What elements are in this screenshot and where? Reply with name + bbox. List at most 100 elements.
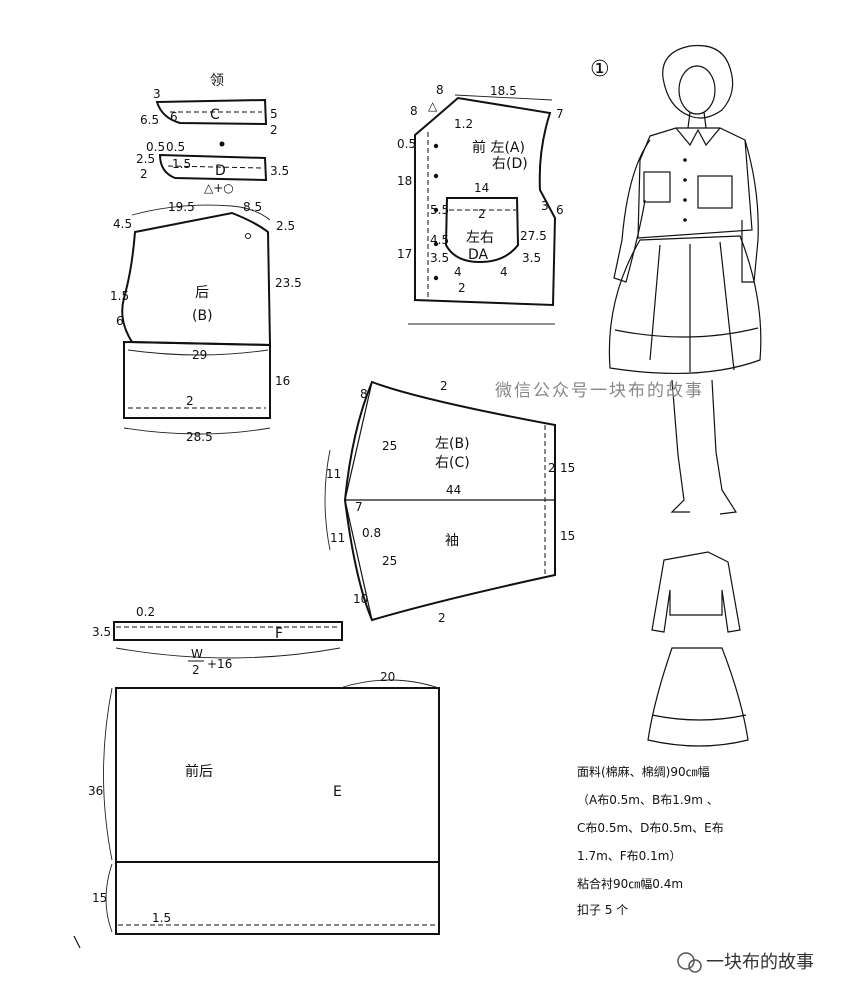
collar-lower-label: D bbox=[215, 163, 226, 179]
svg-text:2: 2 bbox=[458, 281, 466, 295]
svg-text:3.5: 3.5 bbox=[522, 251, 541, 265]
back-label: 后 bbox=[195, 285, 209, 301]
band-label: F bbox=[275, 626, 283, 642]
sleeve-outline bbox=[343, 380, 556, 622]
svg-text:6: 6 bbox=[556, 203, 564, 217]
back-lower-outline bbox=[123, 340, 271, 419]
svg-text:6.5: 6.5 bbox=[140, 113, 159, 127]
svg-text:0.5: 0.5 bbox=[146, 140, 165, 154]
svg-text:29: 29 bbox=[192, 348, 207, 362]
blouse bbox=[637, 127, 753, 239]
materials-line-4: 1.7m、F布0.1m） bbox=[577, 849, 681, 863]
pocket-top-label: 左右 bbox=[466, 230, 494, 246]
svg-text:W: W bbox=[191, 647, 203, 661]
skirt-piece-label: E bbox=[333, 784, 342, 800]
svg-text:2: 2 bbox=[438, 611, 446, 625]
svg-text:8: 8 bbox=[360, 387, 368, 401]
svg-text:20: 20 bbox=[380, 670, 395, 684]
jacket-thumbnail bbox=[651, 551, 741, 633]
skirt-label: 前后 bbox=[185, 763, 213, 780]
svg-text:10: 10 bbox=[353, 592, 368, 606]
svg-text:27.5: 27.5 bbox=[520, 229, 547, 243]
svg-text:0.5: 0.5 bbox=[397, 137, 416, 151]
svg-text:2: 2 bbox=[270, 123, 278, 137]
svg-text:23.5: 23.5 bbox=[275, 276, 302, 290]
svg-text:一块布的故事: 一块布的故事 bbox=[706, 952, 814, 973]
legs bbox=[670, 379, 738, 515]
svg-text:25: 25 bbox=[382, 554, 397, 568]
svg-text:4.5: 4.5 bbox=[430, 233, 449, 247]
svg-text:+16: +16 bbox=[207, 657, 232, 671]
svg-text:5.5: 5.5 bbox=[430, 203, 449, 217]
collar-upper-label: C bbox=[210, 107, 220, 123]
collar-lower-outline bbox=[158, 153, 268, 182]
svg-text:2: 2 bbox=[140, 167, 148, 181]
left-sleeve bbox=[613, 139, 651, 283]
svg-text:0.5: 0.5 bbox=[166, 140, 185, 154]
wechat-icon bbox=[677, 952, 695, 970]
svg-text:△+○: △+○ bbox=[204, 181, 234, 195]
collar-title: 领 bbox=[210, 73, 224, 89]
face bbox=[678, 65, 716, 115]
svg-text:3.5: 3.5 bbox=[430, 251, 449, 265]
pocket-outline bbox=[444, 197, 520, 264]
front-label-1: 前 左(A) bbox=[472, 139, 525, 156]
svg-text:3: 3 bbox=[541, 199, 549, 213]
skirt bbox=[608, 235, 762, 375]
materials-notes: 面料(棉麻、棉绸)90㎝幅 （A布0.5m、B布1.9m 、 C布0.5m、D布… bbox=[577, 764, 724, 917]
sleeve-bottom-label: 袖 bbox=[445, 533, 459, 549]
svg-text:7: 7 bbox=[556, 107, 564, 121]
blouse-pocket bbox=[697, 175, 733, 209]
sleeve-piece: 左(B) 右(C) 袖 2 8 25 11 7 0.8 44 2 15 11 2… bbox=[324, 379, 575, 625]
svg-text:16: 16 bbox=[275, 374, 290, 388]
svg-text:11: 11 bbox=[330, 531, 345, 545]
svg-text:2: 2 bbox=[478, 207, 486, 221]
svg-text:1.5: 1.5 bbox=[152, 911, 171, 925]
svg-text:19.5: 19.5 bbox=[168, 200, 195, 214]
right-sleeve bbox=[741, 139, 759, 283]
front-label-2: 右(D) bbox=[492, 156, 528, 172]
svg-text:2.5: 2.5 bbox=[136, 152, 155, 166]
pocket-width: 14 bbox=[474, 181, 489, 195]
materials-line-5: 粘合衬90㎝幅0.4m bbox=[577, 876, 683, 891]
collar-upper-outline bbox=[155, 98, 268, 126]
svg-text:5: 5 bbox=[270, 107, 278, 121]
skirt-piece: 前后 E 20 36 15 1.5 bbox=[88, 670, 440, 935]
svg-text:1.5: 1.5 bbox=[110, 289, 129, 303]
materials-line-6: 扣子 5 个 bbox=[577, 903, 628, 917]
svg-text:44: 44 bbox=[446, 483, 461, 497]
svg-text:4: 4 bbox=[500, 265, 508, 279]
svg-text:0.8: 0.8 bbox=[362, 526, 381, 540]
svg-text:18.5: 18.5 bbox=[490, 84, 517, 98]
watermark-center: 微信公众号一块布的故事 bbox=[495, 381, 704, 401]
pocket-bottom-label: DA bbox=[468, 247, 489, 263]
svg-text:15: 15 bbox=[560, 529, 575, 543]
svg-text:4.5: 4.5 bbox=[113, 217, 132, 231]
back-piece: (B) bbox=[192, 308, 213, 324]
skirt-thumbnail bbox=[647, 647, 749, 747]
svg-text:8.5: 8.5 bbox=[243, 200, 262, 214]
svg-text:4: 4 bbox=[454, 265, 462, 279]
svg-text:2: 2 bbox=[548, 461, 556, 475]
skirt-outline bbox=[115, 687, 440, 935]
sleeve-label-2: 右(C) bbox=[435, 455, 470, 471]
svg-text:6: 6 bbox=[170, 110, 178, 124]
svg-text:1.5: 1.5 bbox=[172, 157, 191, 171]
materials-line-1: 面料(棉麻、棉绸)90㎝幅 bbox=[577, 764, 710, 779]
svg-text:2: 2 bbox=[192, 663, 200, 677]
svg-text:17: 17 bbox=[397, 247, 412, 261]
back-bodice: 后 (B) 4.5 19.5 8.5 2.5 23.5 1.5 6 29 16 … bbox=[110, 200, 302, 444]
band-outline bbox=[113, 621, 343, 641]
svg-text:36: 36 bbox=[88, 784, 103, 798]
svg-text:△: △ bbox=[428, 99, 438, 113]
materials-line-3: C布0.5m、D布0.5m、E布 bbox=[577, 821, 724, 835]
svg-text:6: 6 bbox=[116, 314, 124, 328]
svg-text:8: 8 bbox=[436, 83, 444, 97]
svg-text:0.2: 0.2 bbox=[136, 605, 155, 619]
svg-text:25: 25 bbox=[382, 439, 397, 453]
waist-band: 0.2 3.5 F W 2 +16 bbox=[92, 605, 343, 677]
svg-text:8: 8 bbox=[410, 104, 418, 118]
front-bodice: 前 左(A) 右(D) 8 18.5 8 △ 1.2 7 0.5 18 5.5 … bbox=[397, 83, 564, 325]
svg-text:1.2: 1.2 bbox=[454, 117, 473, 131]
